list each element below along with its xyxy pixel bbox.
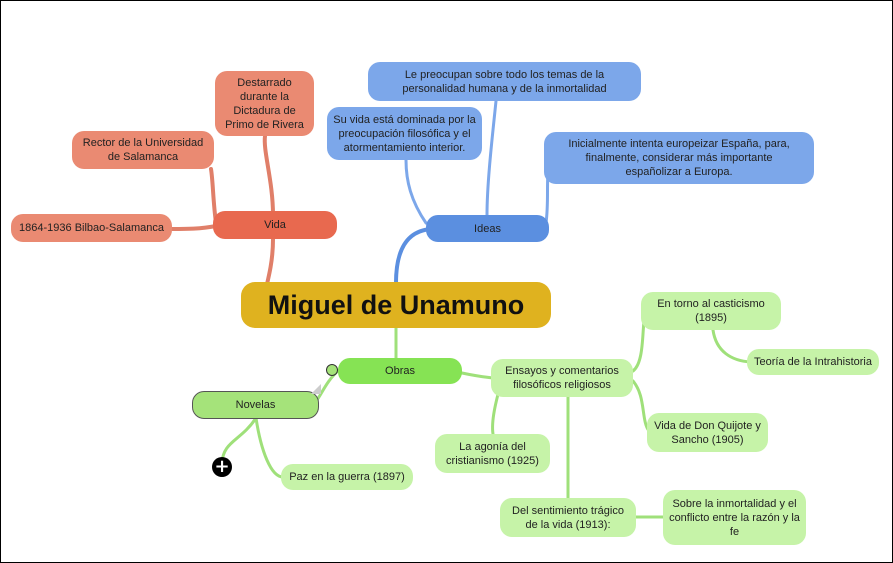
resize-handle-icon[interactable] (311, 384, 321, 394)
drag-handle-icon[interactable] (326, 364, 338, 376)
node-1864[interactable]: 1864-1936 Bilbao-Salamanca (11, 214, 172, 242)
node-paz[interactable]: Paz en la guerra (1897) (281, 464, 413, 490)
node-novelas[interactable]: Novelas (192, 391, 319, 419)
node-quijote[interactable]: Vida de Don Quijote y Sancho (1905) (647, 413, 768, 452)
node-obras[interactable]: Obras (338, 358, 462, 384)
node-sobre-inmortalidad[interactable]: Sobre la inmortalidad y el conflicto ent… (663, 490, 806, 545)
node-ensayos[interactable]: Ensayos y comentarios filosóficos religi… (491, 359, 633, 397)
node-vida[interactable]: Vida (213, 211, 337, 239)
node-su-vida[interactable]: Su vida está dominada por la preocupació… (327, 107, 482, 160)
node-en-torno[interactable]: En torno al casticismo (1895) (641, 292, 781, 330)
central-topic[interactable]: Miguel de Unamuno (241, 282, 551, 328)
node-destarrado[interactable]: Destarrado durante la Dictadura de Primo… (215, 71, 314, 136)
node-sentimiento[interactable]: Del sentimiento trágico de la vida (1913… (500, 498, 636, 537)
node-le-preocupan[interactable]: Le preocupan sobre todo los temas de la … (368, 62, 641, 101)
node-inicialmente[interactable]: Inicialmente intenta europeizar España, … (544, 132, 814, 184)
node-teoria[interactable]: Teoría de la Intrahistoria (747, 349, 879, 375)
node-ideas[interactable]: Ideas (426, 215, 549, 242)
node-rector[interactable]: Rector de la Universidad de Salamanca (72, 131, 214, 169)
add-node-plus-icon[interactable]: + (212, 457, 232, 477)
node-agonia[interactable]: La agonía del cristianismo (1925) (435, 434, 550, 473)
